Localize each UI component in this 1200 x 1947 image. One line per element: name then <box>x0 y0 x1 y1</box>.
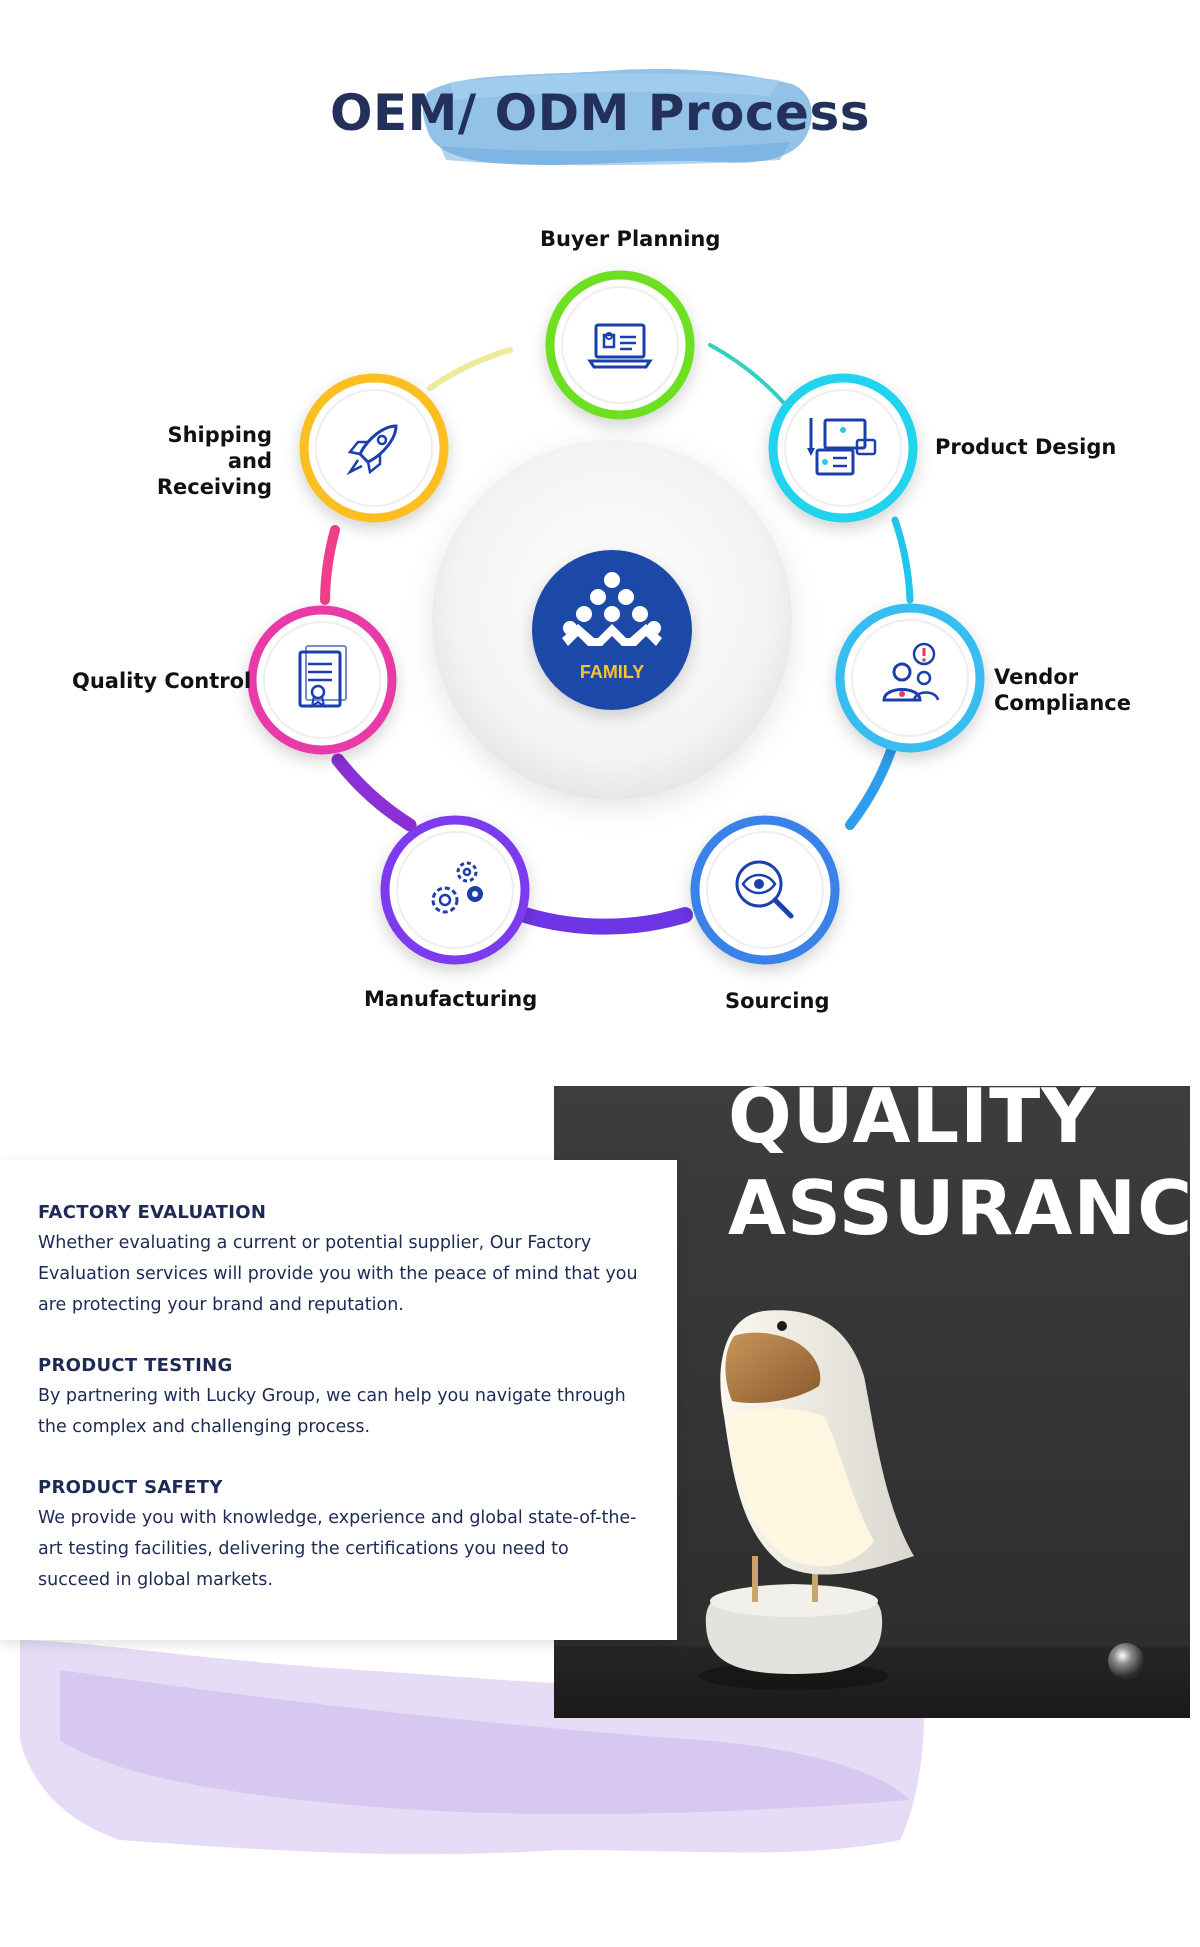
gears-icon <box>431 861 483 914</box>
page-title: OEM/ ODM Process <box>330 84 870 142</box>
certificate-document-icon <box>298 645 347 709</box>
node-face <box>851 619 969 737</box>
node-face <box>315 389 433 507</box>
process-node-4 <box>690 815 840 965</box>
process-node-1 <box>545 270 695 420</box>
arc-vendor-sourcing <box>845 740 898 830</box>
step-label-manufacturing: Manufacturing <box>364 987 538 1011</box>
family-logo: FAMILY <box>532 550 692 710</box>
arc-design-vendor <box>891 516 914 604</box>
step-label-vendor-compliance: Vendor Compliance <box>994 665 1131 715</box>
quality-info-card: FACTORY EVALUATION Whether evaluating a … <box>0 1160 677 1640</box>
qa-body: By partnering with Lucky Group, we can h… <box>38 1386 626 1437</box>
arc-manufacturing-quality <box>331 753 417 832</box>
qa-heading: PRODUCT TESTING <box>38 1355 233 1376</box>
qa-title-line1: QUALITY <box>728 1072 1097 1160</box>
qa-item-factory-evaluation: FACTORY EVALUATION Whether evaluating a … <box>38 1198 641 1321</box>
process-node-5 <box>380 815 530 965</box>
step-label-sourcing: Sourcing <box>725 989 830 1013</box>
arc-shipping-buyer <box>427 347 513 391</box>
qa-body: We provide you with knowledge, experienc… <box>38 1508 637 1590</box>
node-face <box>396 831 514 949</box>
arc-sourcing-manufacturing <box>517 907 693 935</box>
arc-buyer-design <box>708 343 792 412</box>
blue-brush-stroke <box>422 68 812 166</box>
arc-quality-shipping <box>320 525 340 605</box>
step-label-shipping-receiving: Shipping and Receiving <box>156 423 272 499</box>
node-face <box>561 286 679 404</box>
laptop-id-icon <box>587 323 653 369</box>
qa-item-product-safety: PRODUCT SAFETY We provide you with knowl… <box>38 1473 641 1596</box>
process-node-6 <box>247 605 397 755</box>
family-logo-text: FAMILY <box>580 662 644 682</box>
design-cards-icon <box>807 418 877 476</box>
quality-assurance-title: QUALITY ASSURANCE <box>728 1070 1200 1254</box>
rocket-icon <box>346 424 398 476</box>
step-label-product-design: Product Design <box>935 435 1117 459</box>
qa-heading: FACTORY EVALUATION <box>38 1202 267 1223</box>
qa-item-product-testing: PRODUCT TESTING By partnering with Lucky… <box>38 1351 641 1443</box>
process-cycle-diagram: FAMILY Buyer Planning Product Design Ven… <box>0 200 1200 1040</box>
users-alert-icon <box>882 642 940 702</box>
node-face <box>706 831 824 949</box>
process-node-7 <box>299 373 449 523</box>
title-section: OEM/ ODM Process <box>0 52 1200 182</box>
quality-assurance-section: QUALITY ASSURANCE FACTORY EVALUATION Whe… <box>0 1072 1200 1880</box>
step-label-quality-control: Quality Control <box>72 669 252 693</box>
process-node-2 <box>768 373 918 523</box>
qa-heading: PRODUCT SAFETY <box>38 1477 223 1498</box>
step-label-buyer-planning: Buyer Planning <box>540 227 721 251</box>
qa-title-line2: ASSURANCE <box>728 1164 1200 1252</box>
magnifier-eye-icon <box>735 860 794 919</box>
process-node-3 <box>835 603 985 753</box>
cycle-graphic: FAMILY <box>247 270 985 965</box>
qa-body: Whether evaluating a current or potentia… <box>38 1233 638 1315</box>
